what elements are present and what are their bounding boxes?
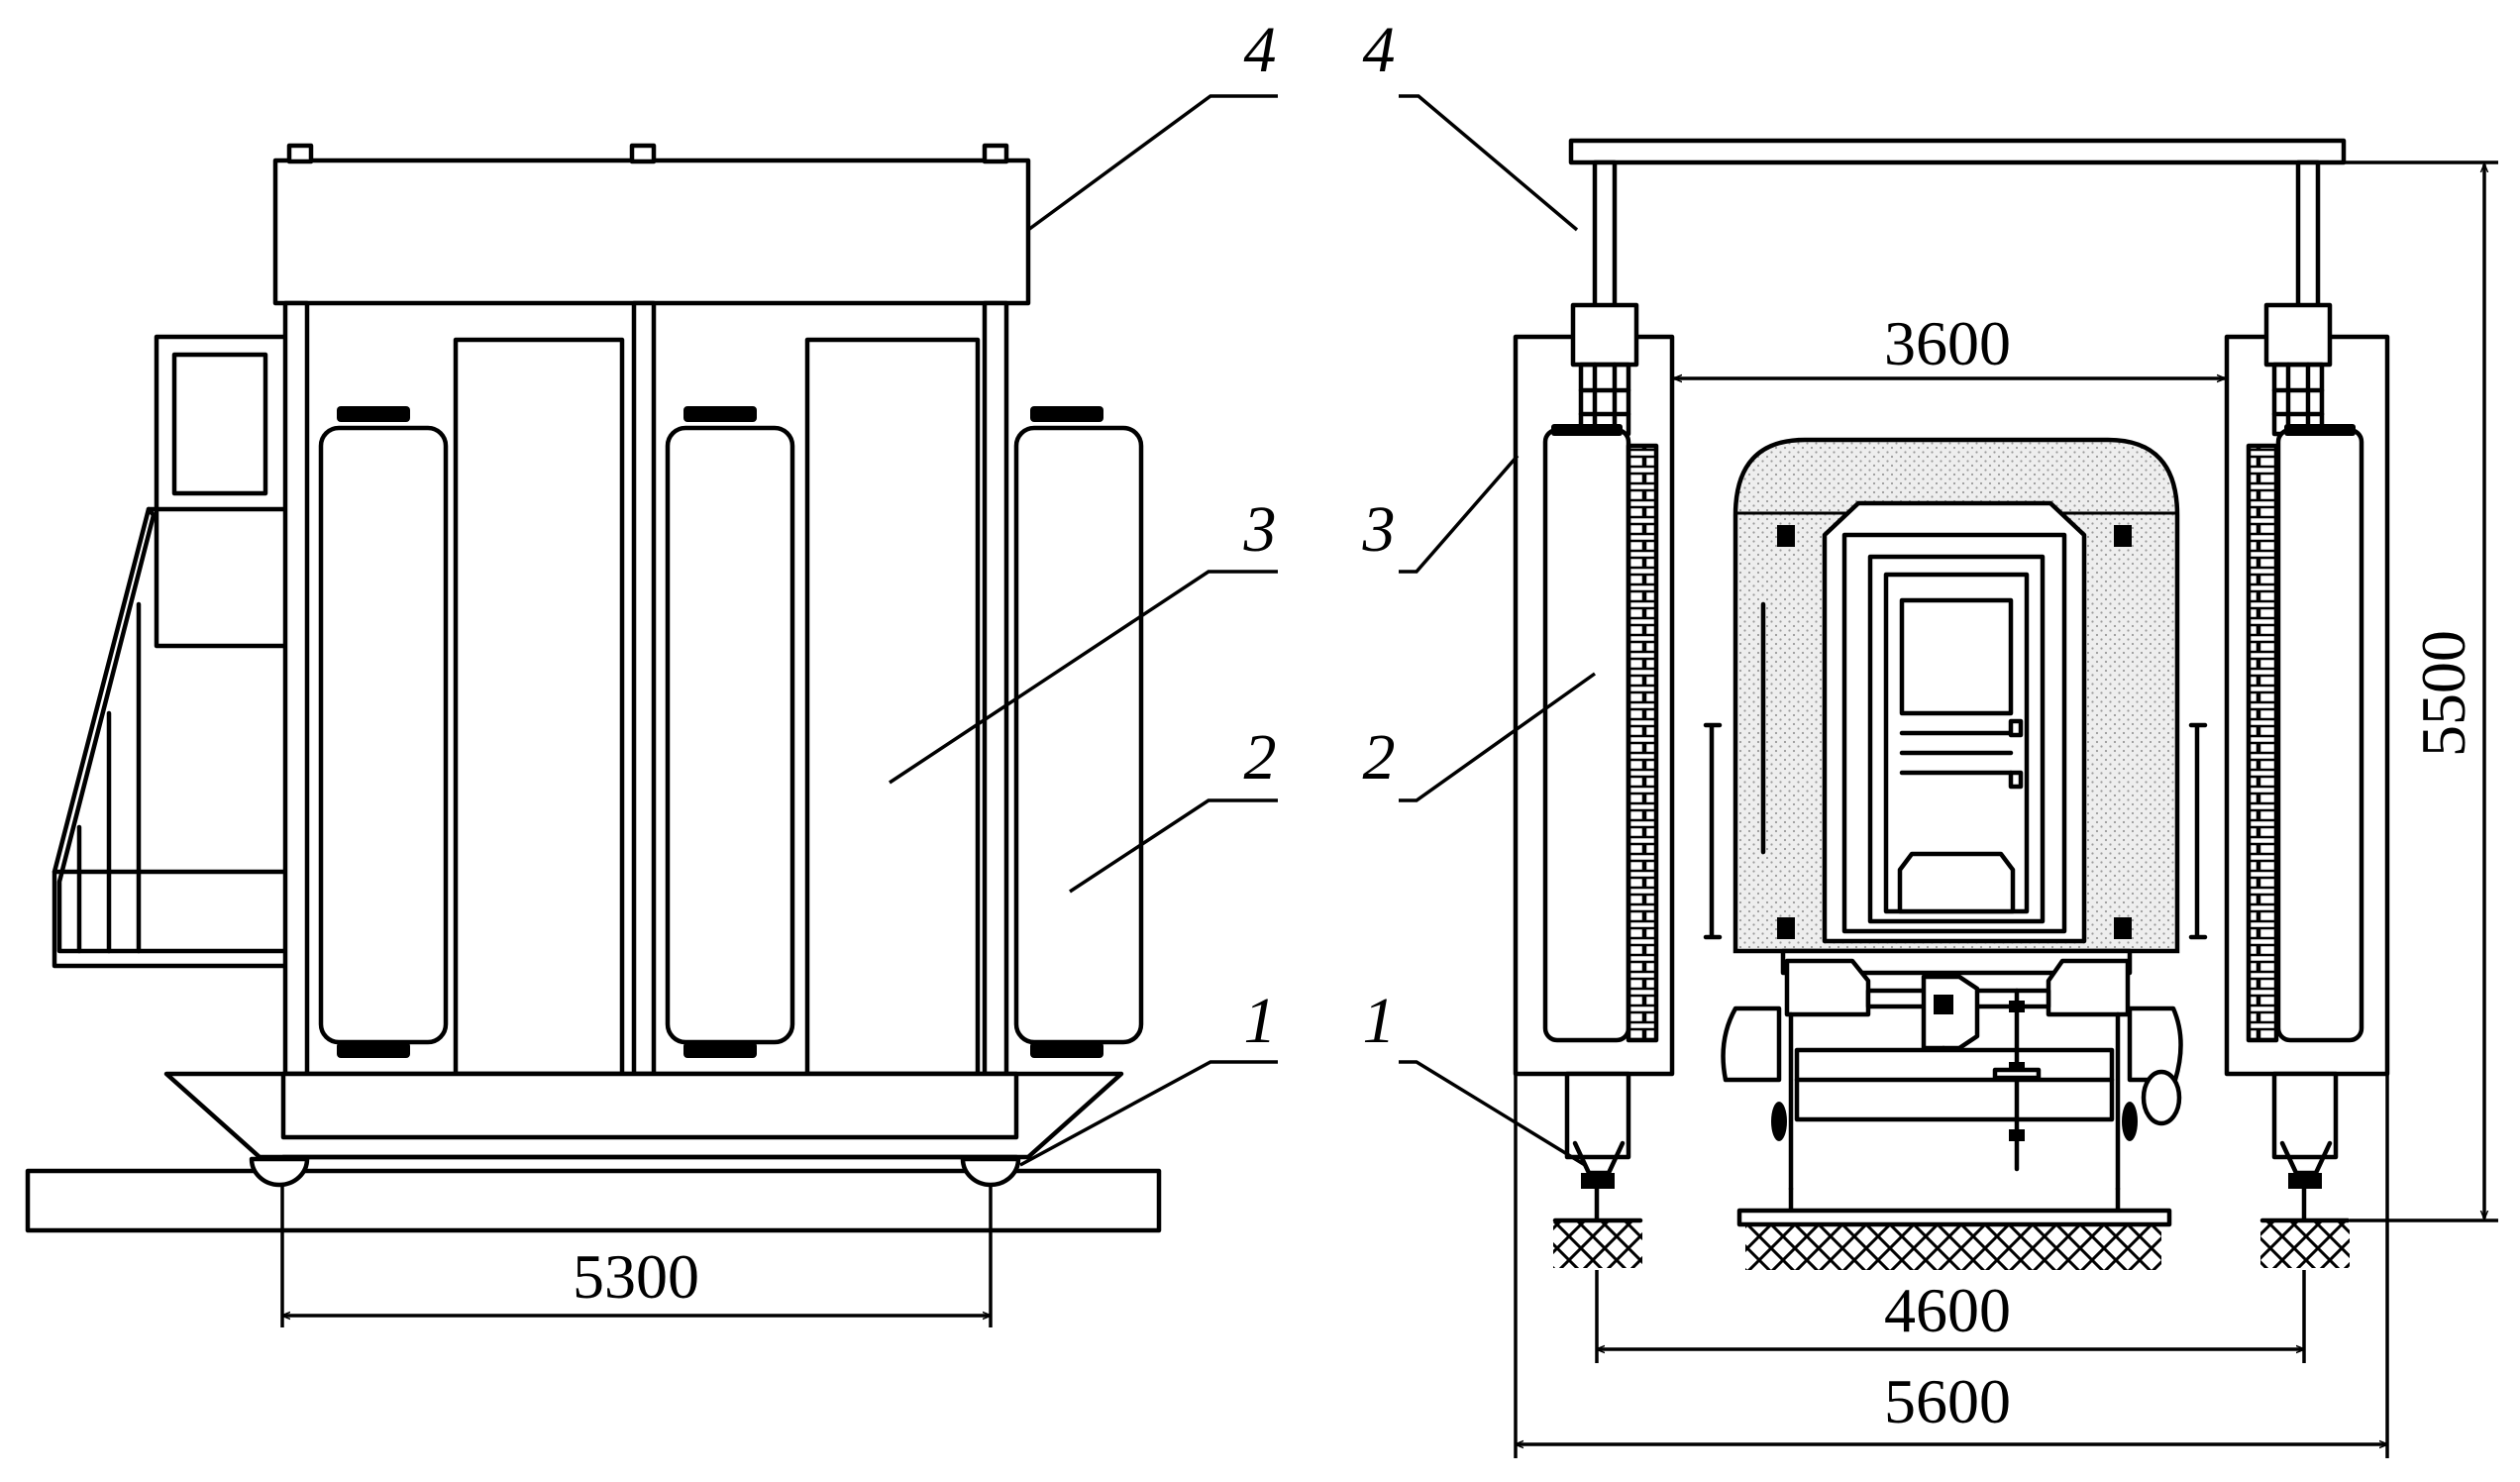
dim-5500: 5500: [2408, 630, 2478, 757]
callout-4-left: 4: [1244, 14, 1277, 86]
left-lift-block: [1570, 302, 1639, 368]
lug: [286, 143, 314, 164]
radiator-panel: [804, 337, 981, 1077]
wheel: [960, 1156, 1021, 1188]
end-top-beam: [1568, 138, 2347, 165]
right-lamp: [2275, 427, 2364, 1043]
right-lift-block: [2263, 302, 2333, 368]
coupler: [2046, 958, 2131, 1017]
radiator-panel: [453, 337, 625, 1077]
dim-5600: 5600: [1884, 1366, 2011, 1436]
emitter-lamp: [665, 406, 795, 1058]
dim-4600: 4600: [1884, 1275, 2011, 1345]
callout-4-right: 4: [1363, 14, 1396, 86]
door-window: [1899, 597, 2014, 716]
frame-post: [982, 300, 1009, 1077]
coupler: [1784, 958, 1871, 1017]
frame-post: [631, 300, 657, 1077]
callout-3-right: 3: [1362, 493, 1396, 566]
emitter-lamp: [1013, 406, 1144, 1058]
side-view: [25, 143, 1162, 1233]
callout-3-left: 3: [1243, 493, 1277, 566]
track-bed: [1736, 1208, 2172, 1227]
wheel: [249, 1156, 310, 1188]
emitter-lamp: [318, 406, 449, 1058]
dimensions: 5300 3600 5500 4600 5600: [280, 160, 2498, 1458]
callouts: 4 4 3 3 2 2 1 1: [1243, 14, 1396, 1057]
left-column: [1592, 159, 1618, 310]
lug: [982, 143, 1009, 164]
door-step: [1897, 851, 2016, 914]
railcar: [1703, 437, 2208, 1212]
left-foundation: [1553, 1222, 1642, 1268]
dim-5300: 5300: [573, 1241, 699, 1312]
end-view: [1513, 138, 2390, 1270]
leader-lines: [889, 94, 1597, 1167]
buffer: [2127, 1006, 2183, 1083]
callout-2-right: 2: [1363, 721, 1396, 794]
lug: [629, 143, 657, 164]
rail: [25, 1168, 1162, 1233]
callout-1-left: 1: [1244, 985, 1277, 1057]
buffer: [1721, 1006, 1782, 1083]
bogie-frame: [1794, 1047, 2115, 1122]
dim-3600: 3600: [1884, 308, 2011, 378]
callout-2-left: 2: [1244, 721, 1277, 794]
right-column: [2295, 159, 2321, 310]
track-bed-hatch: [1745, 1226, 2161, 1270]
left-lamp: [1542, 427, 1631, 1043]
stair-rails: [52, 506, 290, 954]
cabin-window: [171, 352, 268, 496]
frame-post: [282, 300, 310, 1077]
bottom-beam: [280, 1071, 1019, 1140]
right-foundation: [2260, 1222, 2350, 1268]
top-beam: [272, 158, 1031, 306]
callout-1-right: 1: [1363, 985, 1396, 1057]
